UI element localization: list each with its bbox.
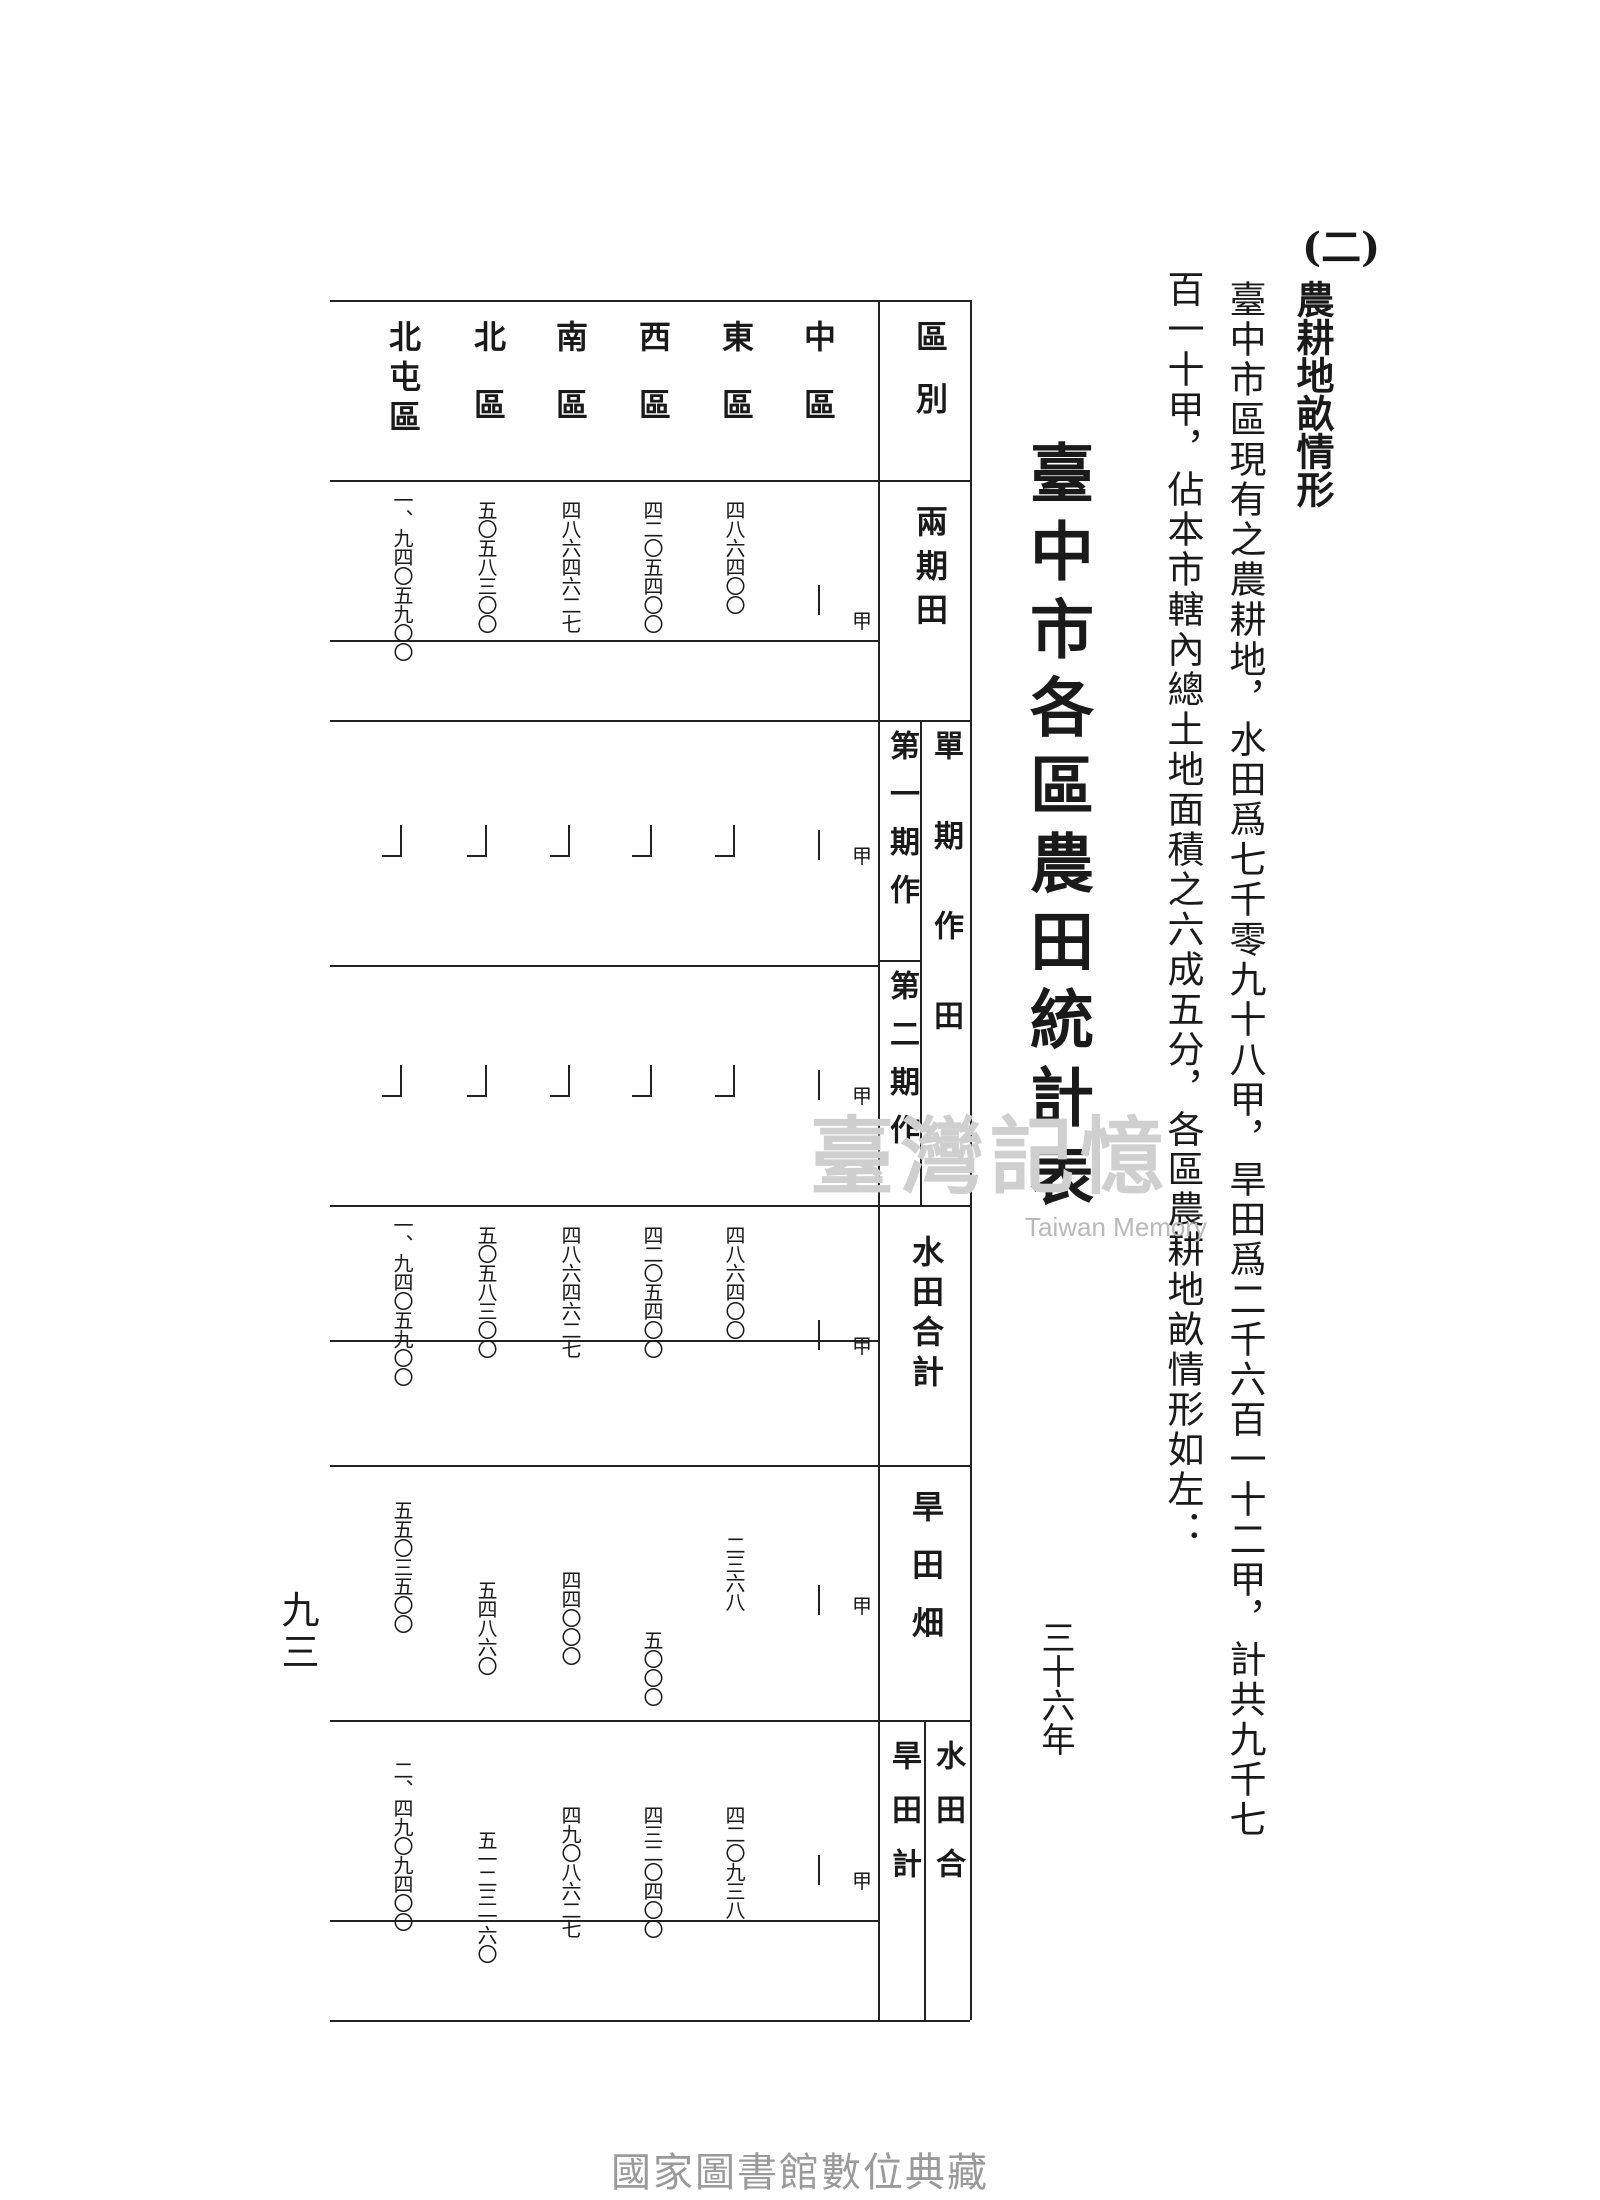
empty-cell-mark [818,1320,820,1350]
row-district: 東區 [717,320,755,456]
watermark-subtitle: Taiwan Memory [1025,1212,1208,1242]
header-grand-total-b: 旱田計 [886,1740,921,1902]
header-dry-field: 旱田畑 [907,1490,945,1664]
cell-paddy-total: 四八六四六二七 [558,1225,582,1358]
table-year: 三十六年 [1035,1620,1075,1756]
row-line [330,480,970,482]
empty-cell-mark [818,585,820,615]
empty-cell-mark [467,1095,487,1097]
section-heading: (二) [1302,224,1380,271]
empty-cell-mark [818,1855,820,1885]
row-line [330,2020,970,2022]
row-district: 中區 [799,320,837,456]
empty-cell-mark [632,1095,652,1097]
cell-dry-field: 四四〇〇〇 [558,1570,582,1665]
cell-grand-total: 四三二〇四〇〇 [640,1805,664,1938]
cell-dry-field: 五四八六〇 [474,1580,498,1675]
cell-grand-total: 二、四九〇九四〇〇 [390,1760,414,1931]
section-subtitle: 農耕地畝情形 [1290,280,1335,508]
empty-cell-mark [382,855,402,857]
row-line [330,965,878,967]
unit-label: 甲 [852,1084,872,1108]
cell-double: 四八六四六二七 [558,500,582,633]
empty-cell-mark [715,1095,735,1097]
row-district: 北屯區 [384,320,422,440]
farmland-table: 區別 兩期田 單期作田 第一期作 第二期作 水田合計 旱田畑 水田合 旱田計 甲… [330,300,972,2022]
row-district: 南區 [551,320,589,456]
single-crop-split [878,960,920,962]
cell-dry-field: 五〇〇〇 [640,1630,664,1706]
cell-dry-field: 五五〇三五〇〇 [390,1500,414,1633]
row-line [330,1205,970,1207]
header-double-crop: 兩期田 [911,505,949,637]
empty-cell-mark [382,1095,402,1097]
empty-cell-mark [818,1070,820,1100]
empty-cell-mark [568,1065,570,1095]
cell-dry-field: 二三六八 [722,1535,746,1611]
cell-grand-total: 五一二三一六〇 [474,1830,498,1963]
table-border-right [970,300,972,2020]
cell-double: 一、九四〇五九〇〇 [390,490,414,661]
row-line [330,1340,878,1342]
unit-label: 甲 [852,844,872,868]
header-paddy-total: 水田合計 [907,1235,945,1395]
empty-cell-mark [650,825,652,855]
empty-cell-mark [818,830,820,860]
grand-total-divider [924,1720,926,2020]
empty-cell-mark [733,825,735,855]
cell-grand-total: 四九〇八六二七 [558,1805,582,1938]
row-line [330,640,878,642]
paragraph-col-2: 百一十甲，佔本市轄內總土地面積之六成五分，各區農耕地畝情形如左： [1161,270,1204,1550]
header-district: 區別 [911,320,949,444]
single-crop-divider [920,720,922,1205]
row-line [330,1465,970,1467]
row-district: 北區 [469,320,507,456]
empty-cell-mark [485,1065,487,1095]
header-first-crop: 第一期作 [884,730,919,922]
table-header-divider [878,300,880,2020]
watermark-logo: 臺灣記憶 [810,1107,1171,1206]
cell-paddy-total: 五〇五八三〇〇 [474,1225,498,1358]
empty-cell-mark [550,1095,570,1097]
empty-cell-mark [485,825,487,855]
empty-cell-mark [632,855,652,857]
cell-paddy-total: 四二〇五四〇〇 [640,1225,664,1358]
row-line [330,720,970,722]
empty-cell-mark [550,855,570,857]
table-title: 臺中市各區農田統計表 [1019,440,1094,1220]
footer-credit: 國家圖書館數位典藏 [611,2150,989,2196]
cell-double: 四八六四〇〇 [722,500,746,614]
empty-cell-mark [818,1585,820,1615]
empty-cell-mark [467,855,487,857]
row-line [330,300,970,302]
row-line [330,1720,970,1722]
unit-label: 甲 [852,1334,872,1358]
paragraph-col-1: 臺中市區現有之農耕地，水田爲七千零九十八甲，旱田爲二千六百一十二甲，計共九千七 [1223,280,1266,1840]
cell-paddy-total: 四八六四〇〇 [722,1225,746,1339]
header-single-crop: 單期作田 [928,730,963,1090]
page-number: 九三 [275,1590,319,1674]
header-grand-total-a: 水田合 [930,1740,965,1902]
empty-cell-mark [715,855,735,857]
unit-label: 甲 [852,609,872,633]
cell-double: 五〇五八三〇〇 [474,500,498,633]
empty-cell-mark [568,825,570,855]
empty-cell-mark [400,1065,402,1095]
row-district: 西區 [634,320,672,456]
empty-cell-mark [400,825,402,855]
unit-label: 甲 [852,1869,872,1893]
cell-double: 四二〇五四〇〇 [640,500,664,633]
header-second-crop: 第二期作 [884,970,919,1162]
empty-cell-mark [650,1065,652,1095]
cell-paddy-total: 一、九四〇五九〇〇 [390,1215,414,1386]
row-line [330,1920,878,1922]
cell-grand-total: 四二〇九三八 [722,1805,746,1919]
unit-label: 甲 [852,1594,872,1618]
empty-cell-mark [733,1065,735,1095]
